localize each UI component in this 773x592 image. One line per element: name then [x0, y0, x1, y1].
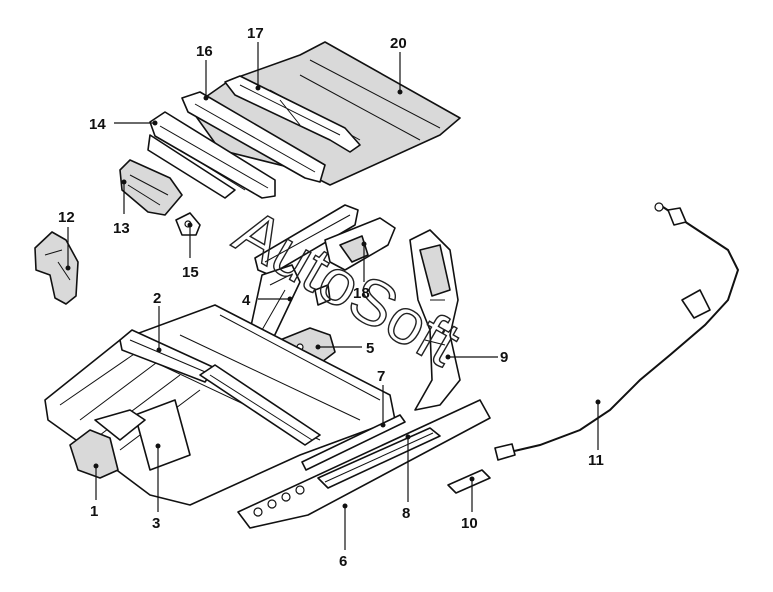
- callout-2: 2: [153, 290, 161, 307]
- floor-pan: [44, 304, 396, 506]
- callout-1: 1: [90, 503, 98, 520]
- callout-7: 7: [377, 368, 385, 385]
- center-crossmember: [199, 364, 321, 446]
- callout-16: 16: [196, 43, 213, 60]
- callout-5: 5: [366, 340, 374, 357]
- callout-6: 6: [339, 553, 347, 570]
- windshield-header: [147, 111, 276, 199]
- cowl-brace: [254, 204, 359, 276]
- callout-15: 15: [182, 264, 199, 281]
- sill-strip: [301, 414, 406, 471]
- small-trim-piece: [447, 469, 491, 494]
- inner-pillar-bracket: [314, 217, 396, 306]
- rocker-inner: [317, 427, 441, 489]
- roof-bow-front: [181, 91, 326, 183]
- callout-18: 18: [353, 285, 370, 302]
- callout-8: 8: [402, 505, 410, 522]
- hinge-bracket: [34, 231, 79, 305]
- small-clip: [175, 212, 201, 236]
- b-pillar: [409, 229, 461, 411]
- release-cable: [494, 202, 740, 461]
- callout-10: 10: [461, 515, 478, 532]
- callout-14: 14: [89, 116, 106, 133]
- floor-front-bracket: [69, 409, 146, 479]
- callout-4: 4: [242, 292, 251, 309]
- callout-3: 3: [152, 515, 160, 532]
- callout-13: 13: [113, 220, 130, 237]
- callout-20: 20: [390, 35, 407, 52]
- callout-11: 11: [588, 452, 604, 469]
- callout-9: 9: [500, 349, 508, 366]
- callout-12: 12: [58, 209, 75, 226]
- bracket-panel: [119, 159, 183, 216]
- callout-17: 17: [247, 25, 264, 42]
